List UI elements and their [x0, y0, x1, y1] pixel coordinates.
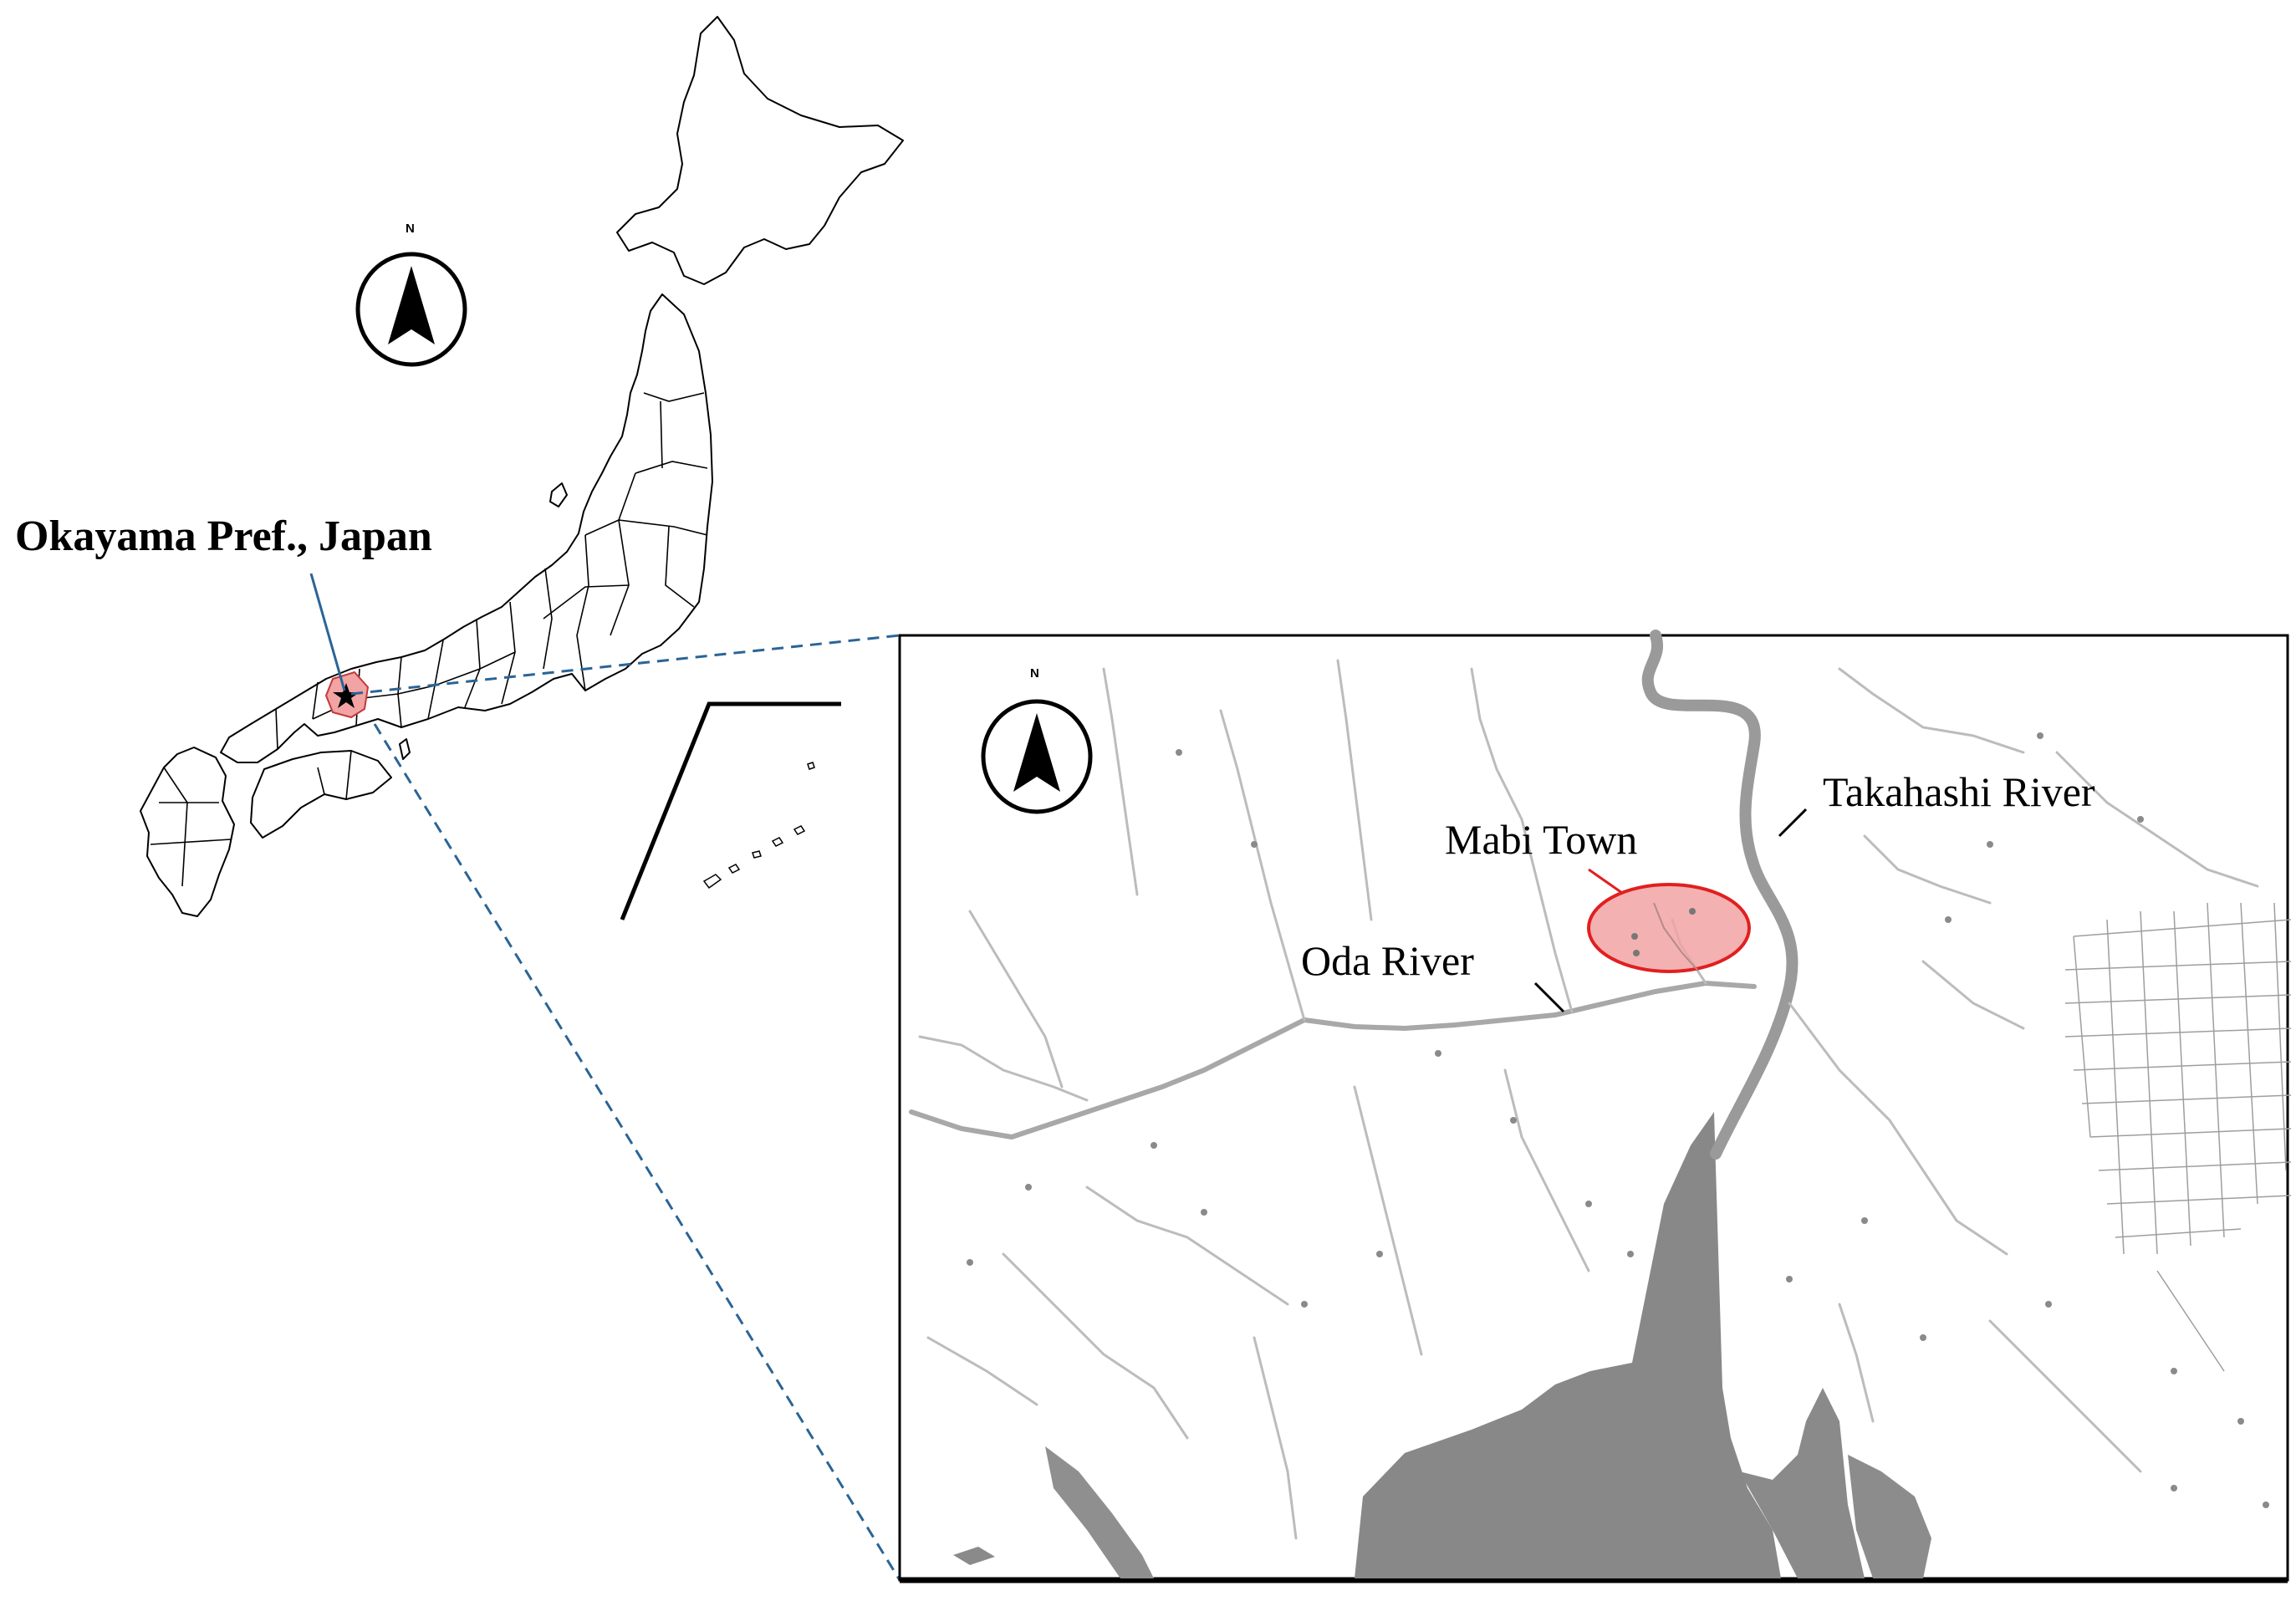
oda-leader-line: [1533, 982, 1565, 1013]
okinawa-islands: [702, 762, 815, 890]
mabi-leader-line: [1588, 868, 1623, 895]
minor-streams: [918, 659, 2259, 1540]
okayama-star-marker: [333, 683, 360, 708]
pond-dots: [967, 732, 2269, 1508]
inset-map-content: [909, 630, 2292, 1578]
oda-river: [909, 980, 1757, 1140]
mabi-town-label: Mabi Town: [1445, 816, 1638, 863]
kyushu-outline: [140, 747, 235, 917]
mabi-town-highlight: [1587, 883, 1751, 973]
harbor-east-2: [1848, 1455, 1931, 1578]
harbor-east: [1739, 1388, 1865, 1578]
mabi-inner-stream: [1653, 902, 1698, 971]
urban-area-grid: [2064, 902, 2292, 1372]
prefecture-label: Okayama Pref., Japan: [15, 512, 432, 560]
zoom-line-bottom: [373, 723, 901, 1581]
honshu-outline: [220, 293, 713, 763]
north-arrow-main-icon: [388, 266, 435, 344]
sado-island: [549, 482, 568, 507]
north-arrow-inset-icon: [1013, 713, 1060, 792]
pond-west: [953, 1547, 995, 1565]
takahashi-river-label: Takahashi River: [1823, 768, 2095, 815]
prefecture-leader-line: [309, 573, 346, 691]
takahashi-river: [1641, 630, 1799, 1160]
takahashi-leader-line: [1778, 808, 1808, 838]
okinawa-inset-frame: [620, 701, 841, 920]
awaji-island: [399, 738, 411, 760]
north-arrow-inset: [981, 699, 1093, 814]
zoom-line-top: [350, 634, 901, 696]
bay-area: [1355, 1112, 1781, 1578]
mabi-town-points: [1631, 908, 1696, 956]
north-arrow-main: [355, 252, 467, 367]
hokkaido-outline: [616, 16, 904, 285]
japan-outline-map: [140, 16, 904, 917]
shikoku-outline: [250, 750, 392, 839]
north-letter-main: N: [406, 222, 415, 236]
oda-river-label: Oda River: [1301, 937, 1474, 984]
north-letter-inset: N: [1030, 666, 1039, 681]
bay-west: [1045, 1446, 1154, 1578]
